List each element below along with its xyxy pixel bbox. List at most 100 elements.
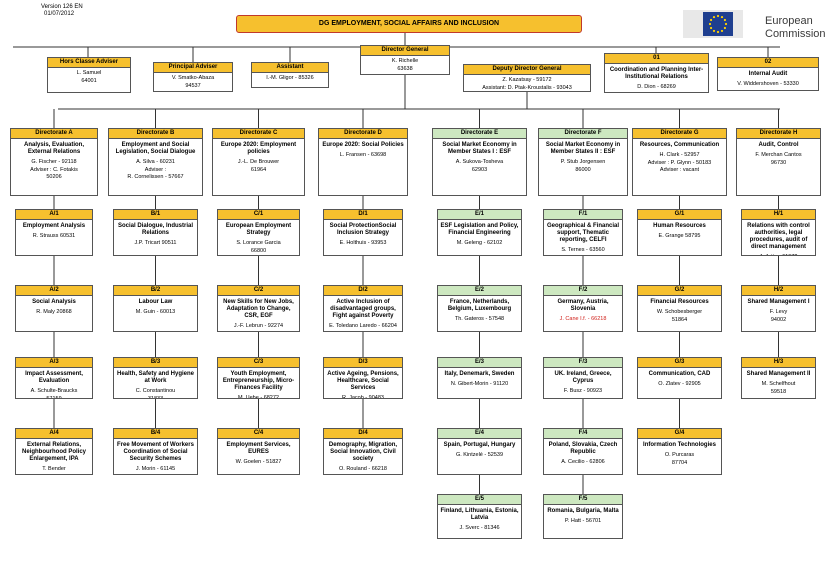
directorate-h-box-line: 96730 bbox=[770, 159, 787, 166]
unit-e-4-box-header: E/4 bbox=[438, 429, 521, 439]
unit-g-2-box-title: Financial Resources bbox=[650, 299, 709, 305]
directorate-a-box-header: Directorate A bbox=[11, 129, 97, 139]
unit-b-1-box-header: B/1 bbox=[114, 210, 197, 220]
eu-star bbox=[720, 29, 724, 33]
unit-f-1-box-line: S. Ternes - 63560 bbox=[561, 247, 605, 253]
unit-g-3-box-title: Communication, CAD bbox=[648, 371, 711, 377]
eu-star bbox=[712, 15, 716, 19]
unit-c-4-box-line: W. Goelen - 51827 bbox=[235, 459, 282, 465]
directorate-b-box-line: Adviser : bbox=[144, 166, 167, 173]
unit-h-2-box-title: Shared Management I bbox=[747, 299, 810, 305]
hors-classe-adviser-box-line: L. Samuel bbox=[76, 70, 102, 76]
directorate-b-box-title: Employment and Social Legislation, Socia… bbox=[115, 142, 196, 155]
unit-b-3-box-line: 31833 bbox=[147, 395, 164, 399]
directorate-c-box-line: J.-L. De Brouwer bbox=[237, 159, 280, 165]
unit-02-box-header: 02 bbox=[718, 58, 818, 68]
directorate-g-box-line: Adviser : P. Glynn - 50183 bbox=[647, 159, 712, 166]
unit-b-3-box-header: B/3 bbox=[114, 358, 197, 368]
eu-star bbox=[716, 30, 720, 34]
logo-line1: European bbox=[765, 15, 813, 27]
eu-star bbox=[724, 22, 728, 26]
unit-c-4-box-title: Employment Services, EURES bbox=[226, 442, 291, 455]
unit-h-2-box-line: 94002 bbox=[770, 316, 787, 323]
unit-c-2-box-title: New Skills for New Jobs, Adaptation to C… bbox=[223, 299, 294, 319]
dg-title: DG EMPLOYMENT, SOCIAL AFFAIRS AND INCLUS… bbox=[318, 20, 500, 27]
directorate-d-box-header: Directorate D bbox=[319, 129, 407, 139]
unit-f-4-box-header: F/4 bbox=[544, 429, 622, 439]
hors-classe-adviser-box-line: 64001 bbox=[81, 77, 97, 84]
unit-h-3-box-line: 59518 bbox=[770, 388, 787, 395]
eu-star bbox=[709, 26, 713, 30]
unit-c-1-box-header: C/1 bbox=[218, 210, 299, 220]
unit-h-3-box-title: Shared Management II bbox=[746, 371, 811, 377]
eu-star bbox=[720, 15, 724, 19]
unit-d-4-box-line: O. Rouland - 66218 bbox=[338, 466, 387, 472]
unit-f-1-box-title: Geographical & Financial support, Themat… bbox=[546, 223, 620, 243]
unit-a-3-box-line: 57159 bbox=[46, 395, 62, 399]
eu-star bbox=[709, 18, 713, 22]
unit-g-3-box-line: O. Zlatev - 92905 bbox=[658, 381, 701, 387]
assistant-box-line: I.-M. Gligor - 85326 bbox=[266, 75, 314, 81]
directorate-c-box-title: Europe 2020: Employment policies bbox=[220, 142, 297, 155]
unit-g-4-box-line: O. Purcaras bbox=[664, 452, 695, 458]
unit-e-3-box-line: N. Gibert-Morin - 91120 bbox=[450, 381, 509, 387]
unit-b-4-box-title: Free Movement of Workers Coordination of… bbox=[117, 442, 194, 462]
unit-c-2-box-header: C/2 bbox=[218, 286, 299, 296]
unit-b-4-box-line: J. Morin - 61145 bbox=[135, 466, 176, 472]
unit-h-1-box-header: H/1 bbox=[742, 210, 815, 220]
unit-a-4-box-line: T. Bender bbox=[42, 466, 66, 472]
unit-h-1-box-line: J. Jutte - 61972 bbox=[742, 254, 815, 255]
principal-adviser-box-line: 94537 bbox=[185, 82, 201, 89]
eu-star bbox=[723, 18, 727, 22]
unit-a-2-box-header: A/2 bbox=[16, 286, 92, 296]
version-label: Version 126 EN bbox=[41, 4, 83, 10]
dg-title-banner: DG EMPLOYMENT, SOCIAL AFFAIRS AND INCLUS… bbox=[236, 15, 582, 33]
unit-d-3-box-header: D/3 bbox=[324, 358, 402, 368]
unit-d-1-box-title: Social ProtectionSocial Inclusion Strate… bbox=[329, 223, 397, 236]
unit-f-3-box-title: UK. Ireland, Greece, Cyprus bbox=[554, 371, 612, 384]
unit-b-2-box-title: Labour Law bbox=[138, 299, 173, 305]
unit-b-1-box-title: Social Dialogue, Industrial Relations bbox=[117, 223, 193, 236]
unit-e-1-box-line: M. Geleng - 62102 bbox=[456, 240, 503, 246]
unit-f-5-box-line: P. Hatt - 56701 bbox=[564, 518, 602, 524]
unit-f-5-box-title: Romania, Bulgaria, Malta bbox=[547, 508, 619, 514]
unit-02-box-line: V. Widdershoven - 53330 bbox=[737, 81, 799, 87]
unit-h-1-box-title: Relations with control authorities, lega… bbox=[747, 223, 810, 250]
directorate-g-box-title: Resources, Communication bbox=[639, 142, 720, 148]
unit-h-3-box-line: M. Schelfhout bbox=[761, 381, 796, 387]
unit-g-1-box-header: G/1 bbox=[638, 210, 721, 220]
directorate-a-box-line: 50206 bbox=[46, 174, 62, 180]
unit-d-1-box-line: E. Holthuis - 93953 bbox=[339, 240, 387, 246]
unit-e-5-box-header: E/5 bbox=[438, 495, 521, 505]
directorate-b-box-line: A. Silva - 60231 bbox=[136, 159, 175, 165]
unit-b-1-box-line: J.P. Tricart 90511 bbox=[134, 240, 177, 246]
directorate-b-box-header: Directorate B bbox=[109, 129, 202, 139]
unit-g-3-box-header: G/3 bbox=[638, 358, 721, 368]
deputy-director-general-box-line: Z. Kazatsay - 59172 bbox=[502, 77, 552, 83]
directorate-e-box-line: A. Sukova-Tosheva bbox=[455, 159, 504, 165]
unit-a-4-box-header: A/4 bbox=[16, 429, 92, 439]
unit-f-4-box-line: A. Cecilio - 62806 bbox=[561, 459, 605, 465]
unit-c-3-box-title: Youth Employment, Entrepreneurship, Micr… bbox=[222, 371, 295, 391]
